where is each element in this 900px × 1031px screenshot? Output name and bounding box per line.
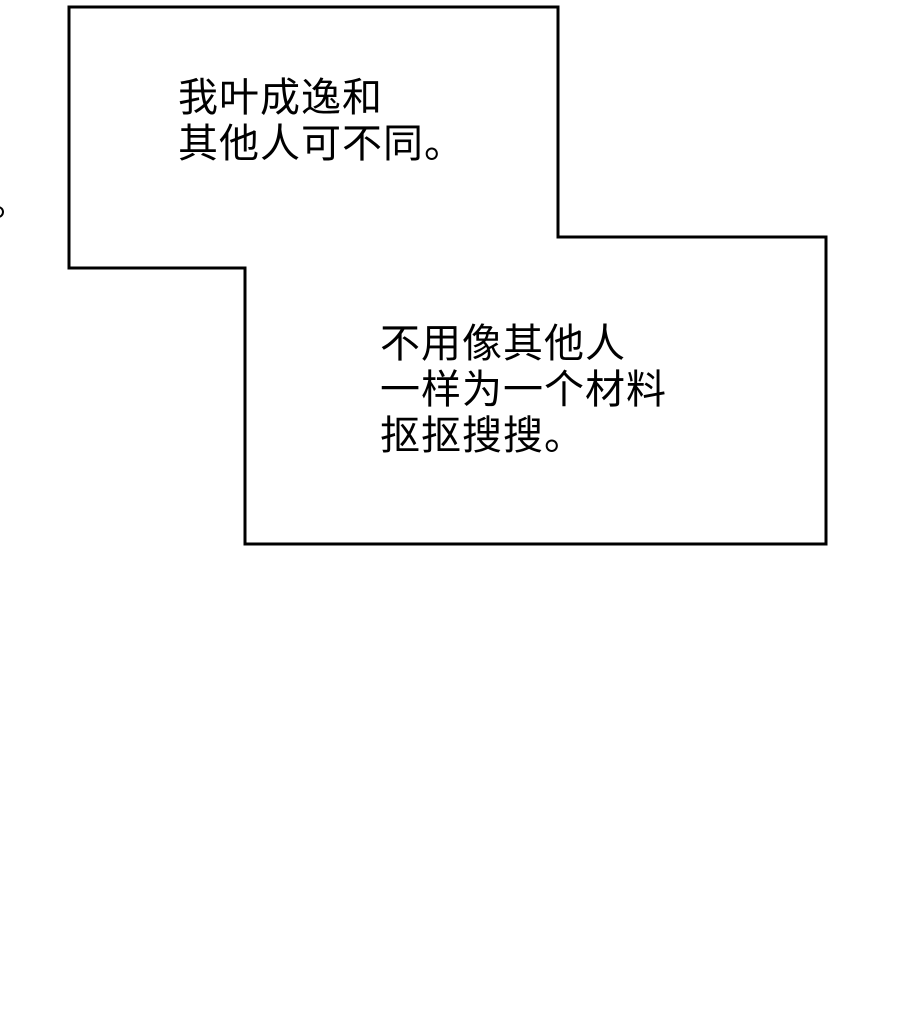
caption-box-border [67, 5, 828, 546]
caption-text-upper: 我叶成逸和 其他人可不同。 [178, 75, 465, 167]
caption-line: 其他人可不同。 [178, 121, 465, 167]
caption-line: 一样为一个材料 [380, 367, 667, 413]
caption-line: 不用像其他人 [380, 321, 626, 367]
caption-line: 抠抠搜搜。 [380, 413, 585, 459]
caption-line: 我叶成逸和 [178, 75, 383, 121]
caption-text-lower: 不用像其他人 一样为一个材料 抠抠搜搜。 [380, 321, 667, 459]
